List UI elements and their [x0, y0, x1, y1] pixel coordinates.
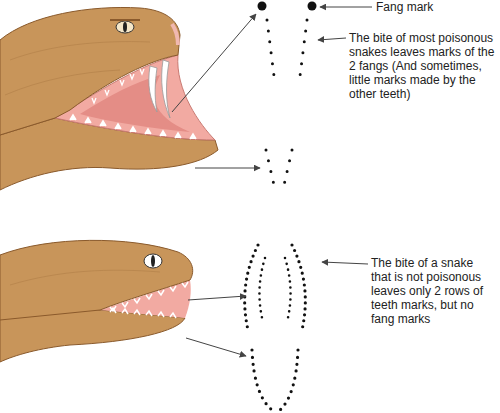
note-text: The bite of a snake that is not poisonou…: [371, 256, 496, 326]
leader-arrows: [172, 7, 372, 356]
poisonous-bite-marks: [258, 2, 317, 186]
harmless-snake-head: [0, 240, 193, 362]
note-text: The bite of most poisonous snakes leaves…: [349, 31, 499, 101]
poisonous-snake-head: [0, 7, 218, 190]
harmless-bite-marks: [245, 245, 306, 410]
part-label: Fang mark: [376, 0, 486, 14]
